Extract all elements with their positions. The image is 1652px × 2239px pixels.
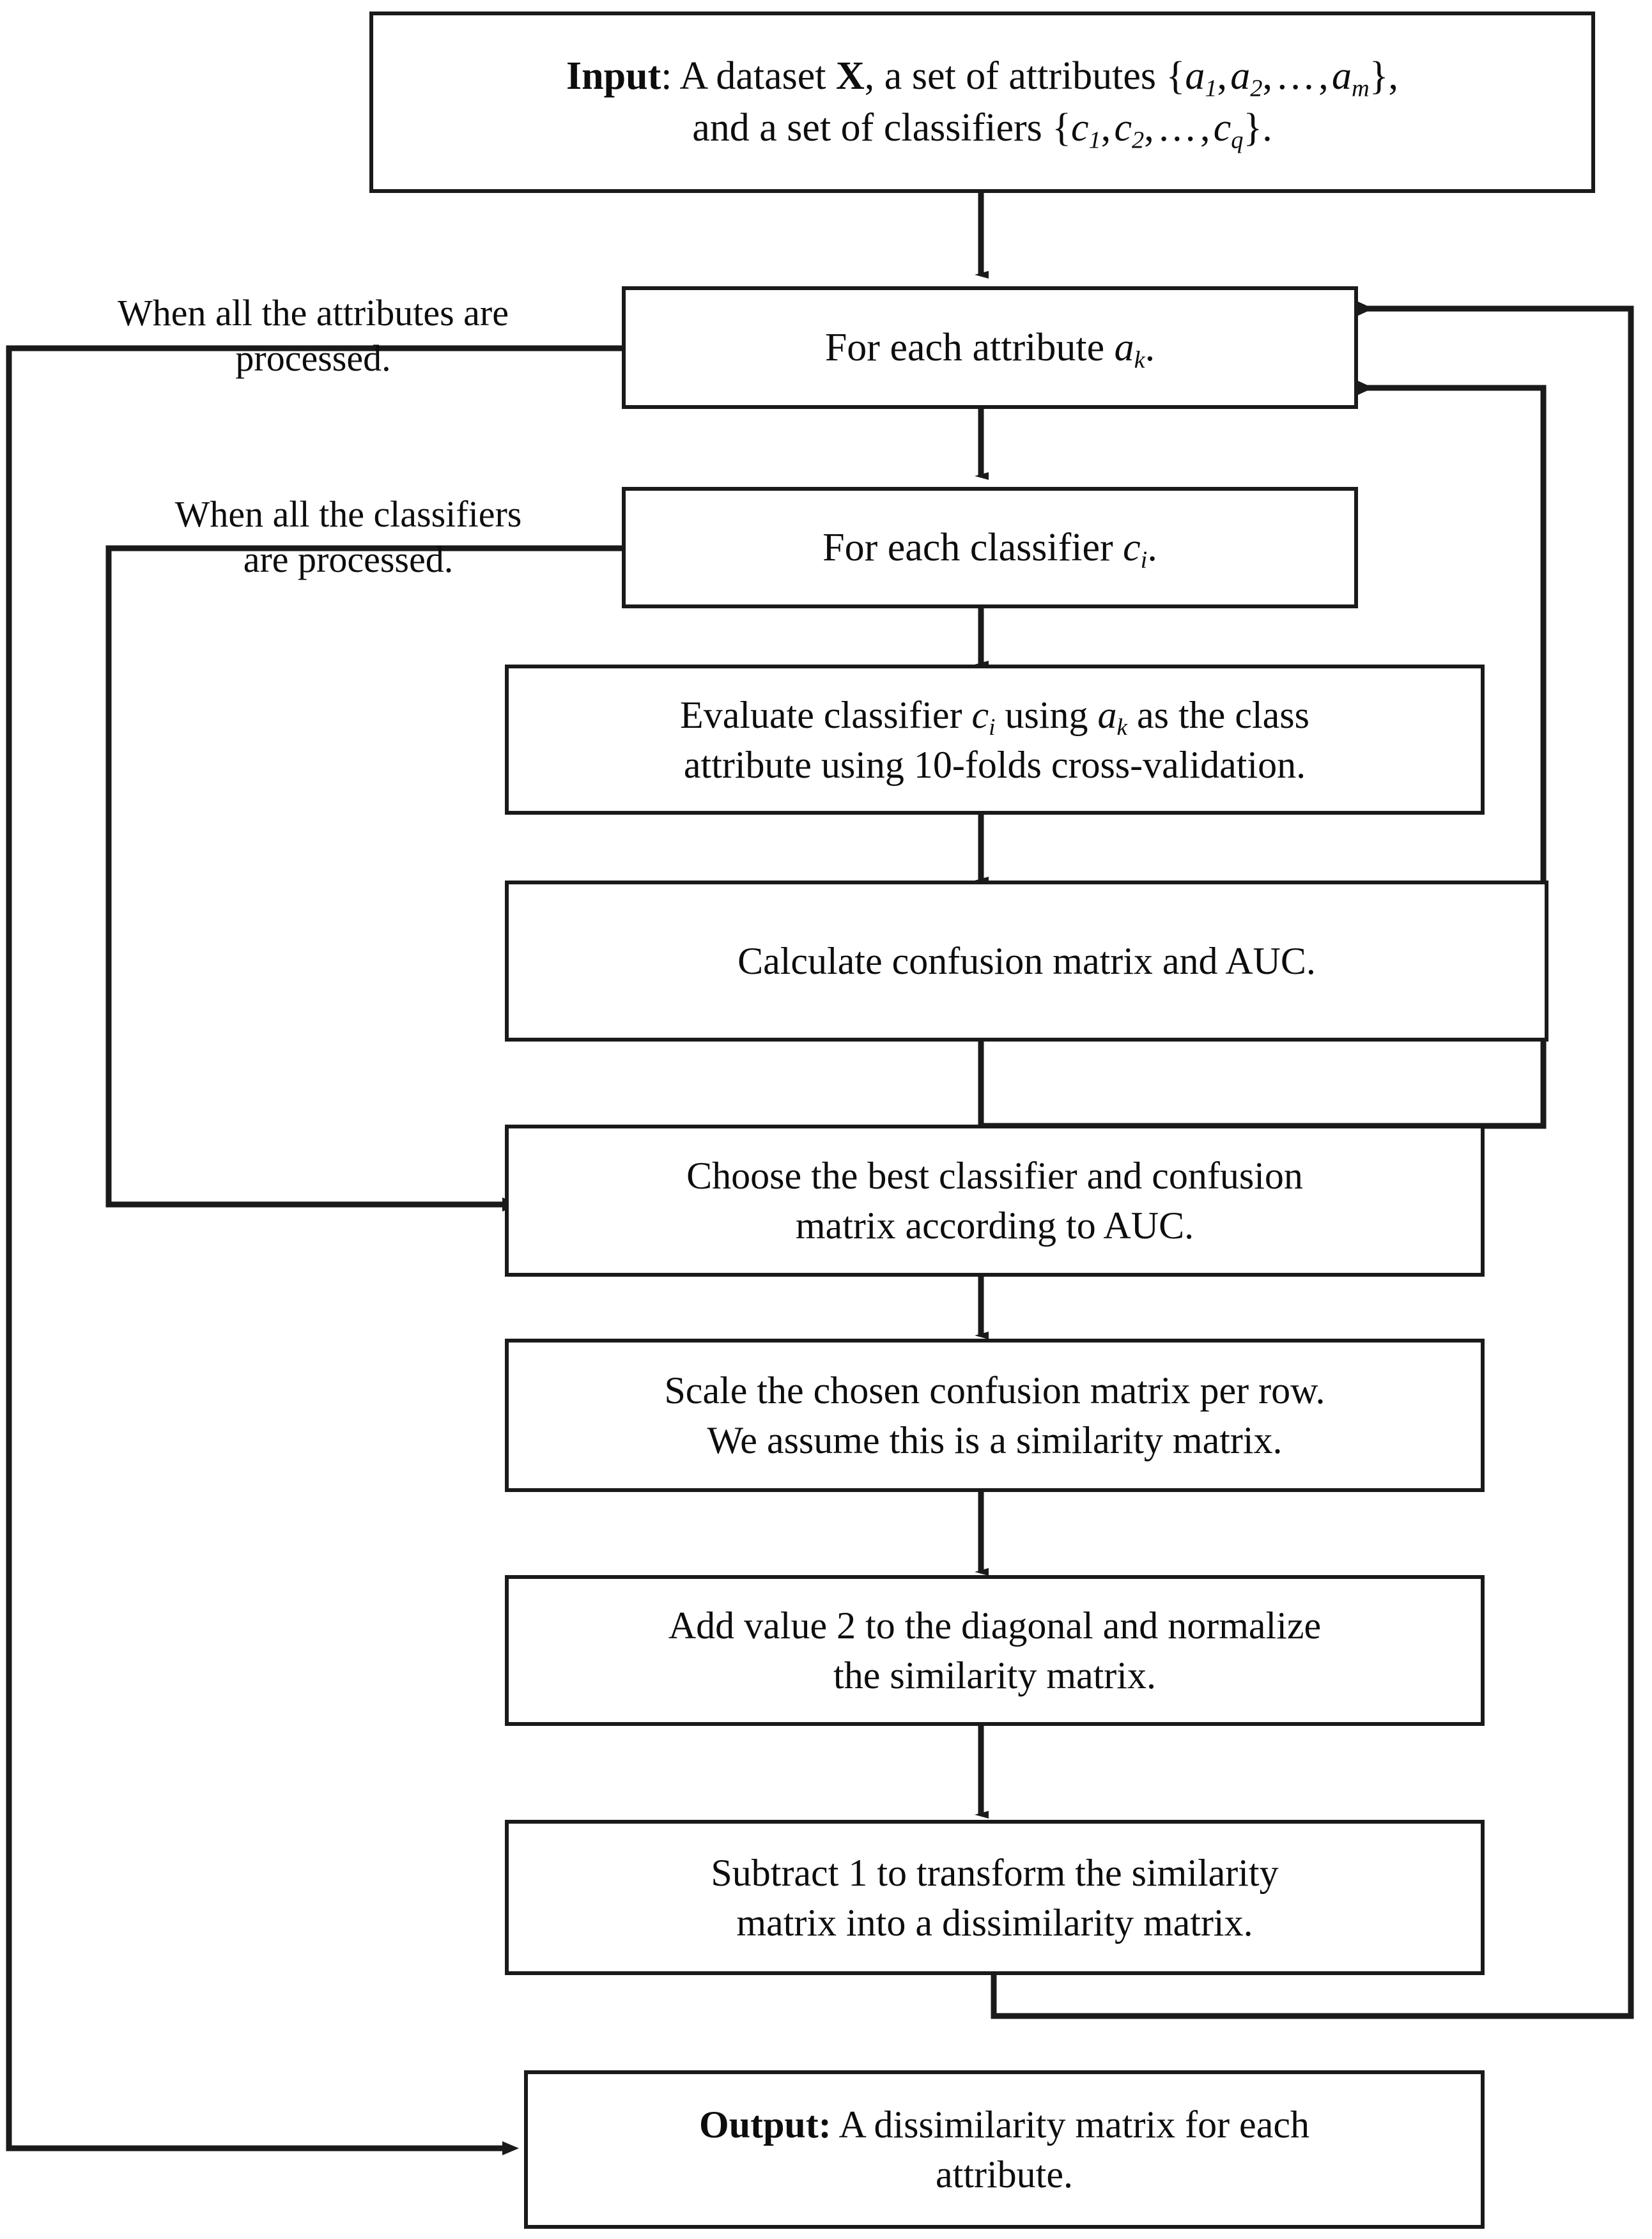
subtract-one-box: Subtract 1 to transform the similarity m…: [505, 1820, 1485, 1975]
output-text-line2: attribute.: [936, 2153, 1073, 2196]
label-attributes-processed-line2: processed.: [235, 337, 391, 379]
label-attributes-processed-line1: When all the attributes are: [118, 292, 509, 334]
label-attributes-processed: When all the attributes are processed.: [26, 291, 601, 381]
scale-text-line1: Scale the chosen confusion matrix per ro…: [664, 1369, 1325, 1412]
edge-attributes-processed: [6, 345, 622, 2155]
calculate-confusion-matrix-box: Calculate confusion matrix and AUC.: [505, 881, 1548, 1042]
choose-text-line1: Choose the best classifier and confusion: [686, 1155, 1303, 1197]
add-value-to-diagonal-box: Add value 2 to the diagonal and normaliz…: [505, 1575, 1485, 1726]
output-text-line1: Output: A dissimilarity matrix for each: [699, 2104, 1309, 2146]
subtract-text-line2: matrix into a dissimilarity matrix.: [736, 1901, 1253, 1944]
input-text-line1: Input: A dataset X, a set of attributes …: [566, 54, 1398, 102]
edge-classifier-loop-back: [978, 381, 1547, 1129]
scale-text-line2: We assume this is a similarity matrix.: [707, 1419, 1283, 1461]
label-classifiers-processed-line2: are processed.: [243, 538, 454, 580]
for-each-attribute-text: For each attribute ak.: [824, 325, 1155, 374]
choose-best-classifier-box: Choose the best classifier and confusion…: [505, 1125, 1485, 1277]
input-box: Input: A dataset X, a set of attributes …: [369, 12, 1595, 193]
for-each-classifier-box: For each classifier ci.: [622, 487, 1358, 608]
for-each-attribute-box: For each attribute ak.: [622, 286, 1358, 409]
label-classifiers-processed-line1: When all the classifiers: [174, 493, 522, 535]
input-text-line2: and a set of classifiers {c1, c2, … , cq…: [692, 106, 1272, 154]
adddiag-text-line1: Add value 2 to the diagonal and normaliz…: [668, 1604, 1322, 1647]
choose-text-line2: matrix according to AUC.: [795, 1204, 1194, 1247]
evaluate-classifier-box: Evaluate classifier ci using ak as the c…: [505, 665, 1485, 815]
calculate-text: Calculate confusion matrix and AUC.: [737, 940, 1316, 982]
adddiag-text-line2: the similarity matrix.: [833, 1654, 1156, 1697]
scale-confusion-matrix-box: Scale the chosen confusion matrix per ro…: [505, 1339, 1485, 1492]
evaluate-text-line1: Evaluate classifier ci using ak as the c…: [680, 693, 1309, 741]
evaluate-text-line2: attribute using 10-folds cross-validatio…: [683, 743, 1306, 786]
edge-classifiers-processed: [105, 545, 622, 1212]
output-box: Output: A dissimilarity matrix for each …: [524, 2070, 1485, 2229]
edge-attribute-loop-back: [991, 302, 1634, 2019]
for-each-classifier-text: For each classifier ci.: [822, 525, 1157, 574]
label-classifiers-processed: When all the classifiers are processed.: [96, 492, 601, 583]
subtract-text-line1: Subtract 1 to transform the similarity: [711, 1851, 1279, 1894]
